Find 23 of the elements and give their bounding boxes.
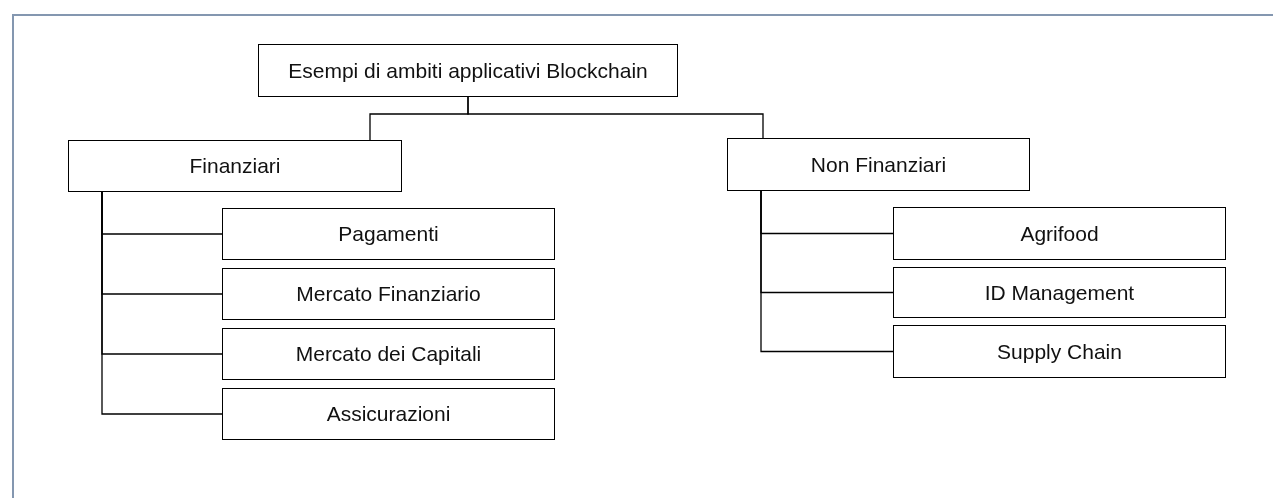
connector-line [760, 190, 894, 353]
category-box [893, 267, 1226, 318]
box-label: Pagamenti [338, 222, 439, 246]
connector-line [467, 96, 764, 139]
box-label: Mercato Finanziario [296, 282, 481, 306]
connector-line [101, 191, 223, 415]
category-box [68, 140, 402, 192]
box-label: Agrifood [1020, 221, 1099, 246]
box-label: ID Management [984, 280, 1135, 305]
category-box [893, 325, 1226, 378]
box-label: Finanziari [189, 154, 281, 178]
category-box [222, 208, 555, 260]
category-box [258, 44, 678, 97]
category-box [222, 328, 555, 380]
category-box [727, 138, 1030, 191]
category-box [222, 268, 555, 320]
category-box [893, 207, 1226, 260]
box-label: Esempi di ambiti applicativi Blockchain [288, 58, 648, 83]
category-box [222, 388, 555, 440]
box-label: Mercato dei Capitali [295, 342, 482, 366]
box-label: Supply Chain [997, 339, 1122, 364]
box-label: Assicurazioni [326, 402, 451, 426]
box-label: Non Finanziari [810, 152, 947, 177]
